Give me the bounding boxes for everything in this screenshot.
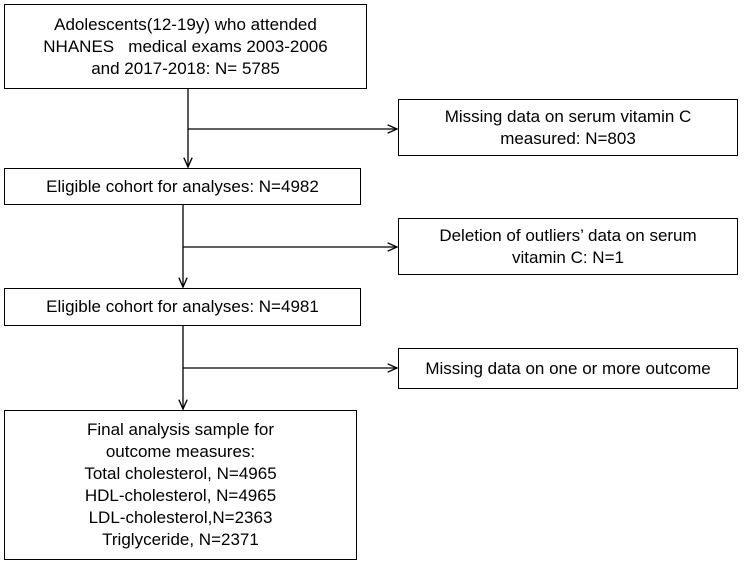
box-text-line: NHANES medical exams 2003-2006 — [43, 36, 328, 56]
final-sample-box: Final analysis sample for outcome measure… — [4, 410, 357, 560]
box-text-line: Final analysis sample for — [86, 420, 275, 439]
box-text-line: outcome measures: — [105, 442, 256, 461]
box-text-line: Eligible cohort for analyses: N=4982 — [46, 176, 319, 196]
box-text-line: measured: N=803 — [500, 128, 636, 148]
box-text-line: vitamin C: N=1 — [512, 247, 624, 267]
box-text-line: and 2017-2018: N= 5785 — [91, 58, 280, 78]
exclusion-box-3: Missing data on one or more outcome — [398, 348, 738, 389]
box-text-line: Eligible cohort for analyses: N=4981 — [46, 297, 319, 316]
cohort-box-1: Eligible cohort for analyses: N=4982 — [4, 168, 361, 205]
cohort-box-2: Eligible cohort for analyses: N=4981 — [4, 288, 361, 326]
box-text-line: Missing data on serum vitamin C — [444, 106, 692, 126]
box-text-line: Missing data on one or more outcome — [425, 358, 711, 378]
box-text-line: Triglyceride, N=2371 — [102, 530, 259, 549]
box-text-line: Total cholesterol, N=4965 — [84, 464, 277, 483]
box-text-line: Deletion of outliers’ data on serum — [439, 225, 697, 245]
box-text-line: Adolescents(12-19y) who attended — [54, 14, 317, 34]
box-text-line: HDL-cholesterol, N=4965 — [84, 486, 277, 505]
box-text-line: LDL-cholesterol,N=2363 — [88, 508, 273, 527]
